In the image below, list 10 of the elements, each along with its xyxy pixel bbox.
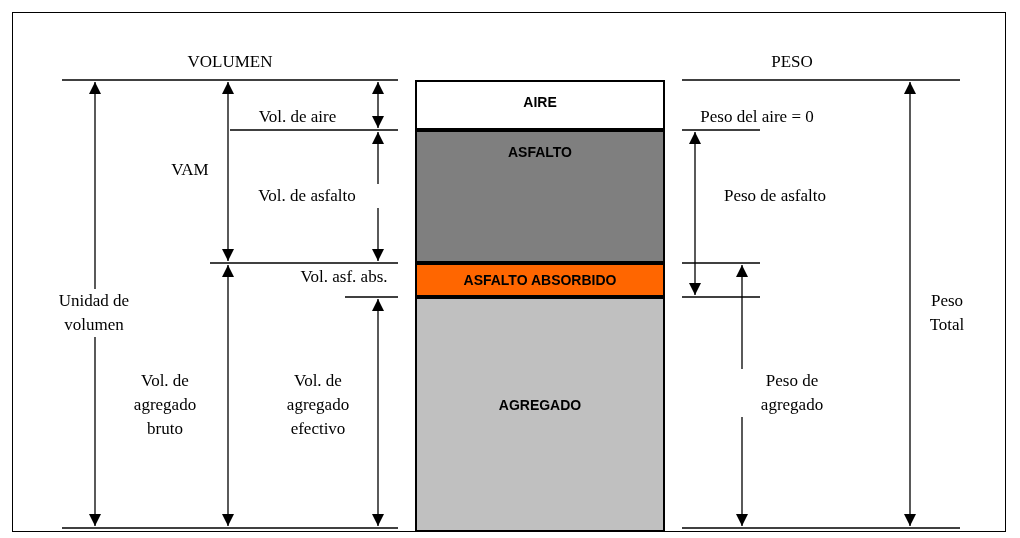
column-heading: VOLUMEN — [186, 51, 274, 73]
layer-band — [415, 263, 665, 297]
layer-band — [415, 80, 665, 130]
layer-label: AIRE — [523, 94, 557, 112]
layer-label: ASFALTO — [507, 144, 572, 162]
layer-label: AGREGADO — [498, 397, 582, 415]
layer-band — [415, 297, 665, 532]
column-heading: PESO — [770, 51, 814, 73]
layer-band — [415, 130, 665, 263]
layer-label: ASFALTO ABSORBIDO — [463, 272, 617, 288]
